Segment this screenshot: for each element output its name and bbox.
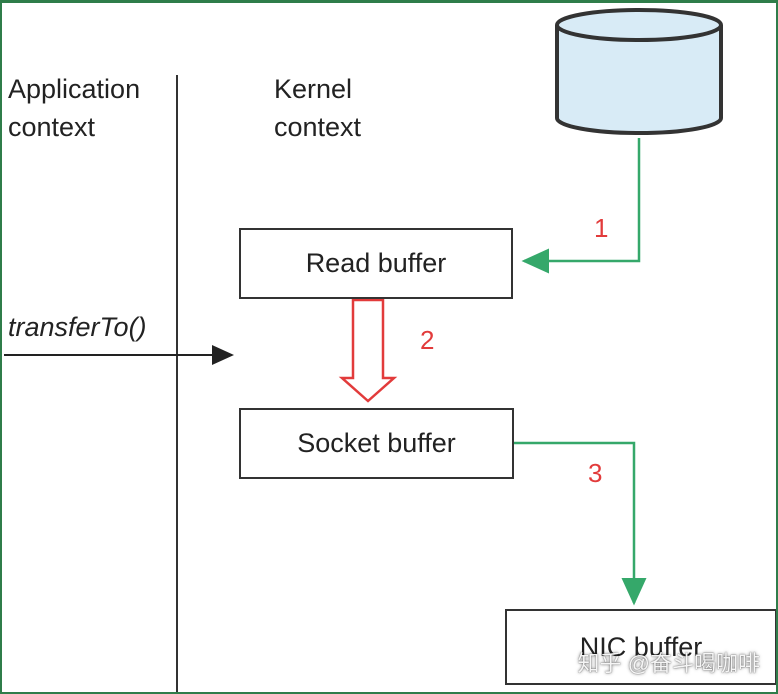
application-label-line1: Application [8,74,141,104]
step-3-label: 3 [588,458,603,488]
step1-arrow [521,138,641,274]
step3-arrow [514,441,647,606]
kernel-label-line1: Kernel [274,74,353,104]
socket-buffer-label: Socket buffer [297,428,456,458]
application-label-line2: context [8,112,96,142]
database-cylinder-icon [555,8,723,135]
step-2-label: 2 [420,325,435,355]
socket-buffer-box: Socket buffer [239,408,514,479]
kernel-context-label: Kernel context [274,70,361,146]
kernel-label-line2: context [274,112,362,142]
step-1-label: 1 [594,213,609,243]
nic-buffer-box: NIC buffer [505,609,776,685]
watermark: 知乎 @奋斗喝咖啡 [577,651,760,676]
application-context-label: Application context [8,70,140,146]
step2-arrow [338,298,398,403]
nic-buffer-label: NIC buffer [579,631,703,662]
transferto-label: transferTo() [8,312,147,342]
read-buffer-label: Read buffer [305,248,447,278]
diagram-canvas [4,8,723,692]
read-buffer-box: Read buffer [239,228,513,299]
